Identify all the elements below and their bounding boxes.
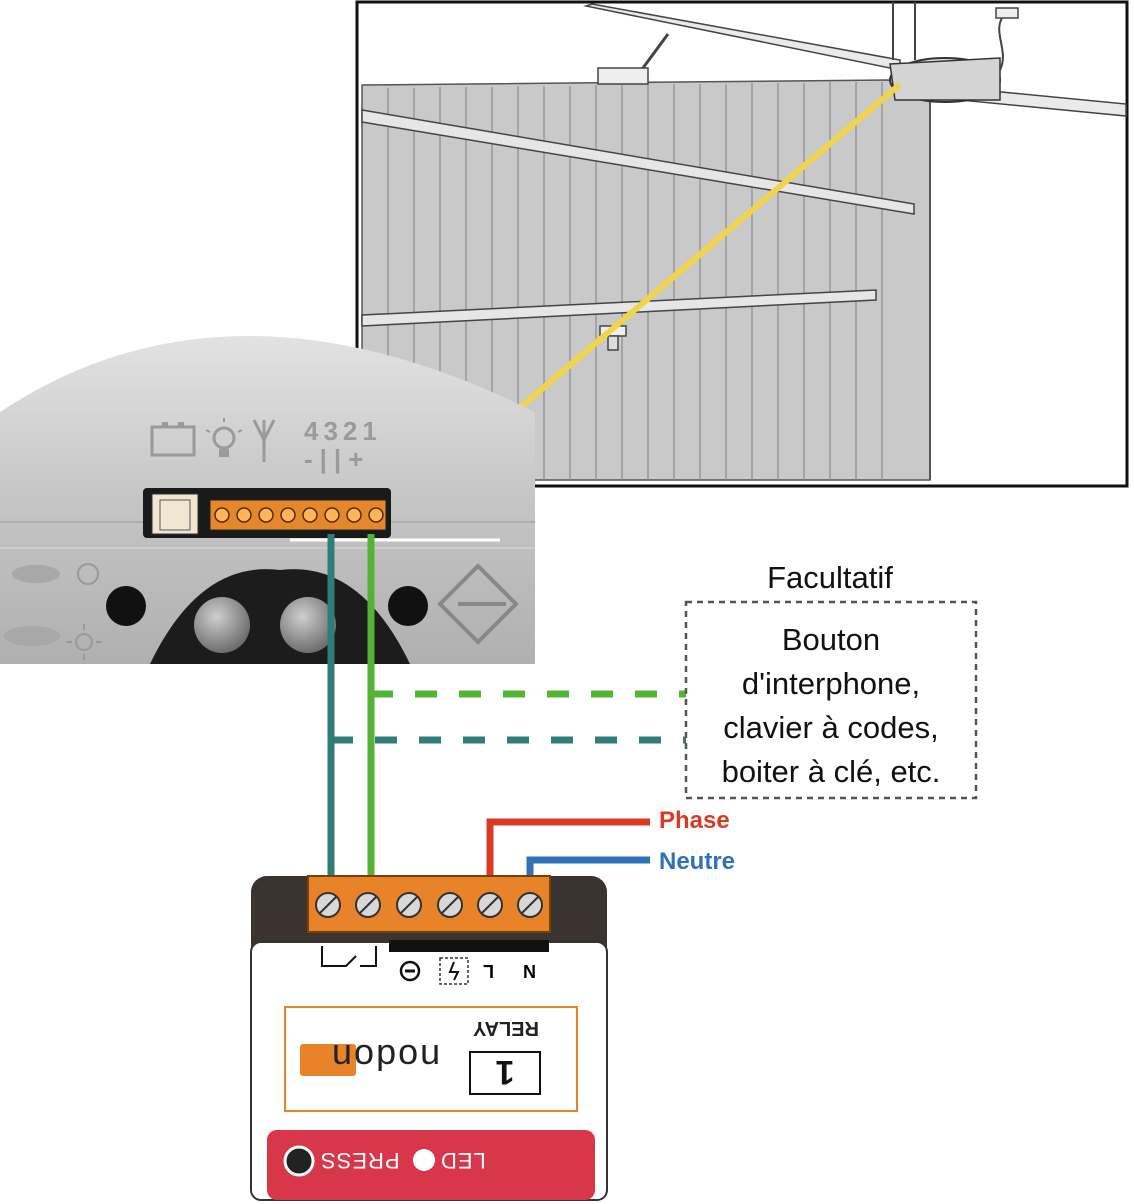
channel-box xyxy=(469,1051,541,1095)
optional-title: Facultatif xyxy=(767,560,893,595)
led-indicator xyxy=(413,1149,435,1171)
phase-label: Phase xyxy=(659,807,730,834)
press-label: PRESS xyxy=(320,1148,400,1173)
opener-closeup xyxy=(0,336,535,664)
minus-terminal-icon xyxy=(399,960,421,982)
phase-wire xyxy=(486,818,650,880)
optional-line: d'interphone, xyxy=(741,666,921,701)
brand-logo-accent xyxy=(300,1044,356,1076)
channel-number: 1 xyxy=(495,1053,515,1091)
label-panel xyxy=(284,1006,578,1112)
opener-terminal-signs: -||+ xyxy=(304,444,371,474)
led-label: LED xyxy=(440,1148,486,1173)
press-button[interactable] xyxy=(283,1145,315,1177)
optional-line: boiter à clé, etc. xyxy=(721,754,941,789)
opener-terminal-numbers: 4321 xyxy=(304,416,382,446)
battery-icon xyxy=(150,422,196,457)
arrow-icon xyxy=(437,563,519,645)
light-icon xyxy=(205,418,243,457)
sun-icon xyxy=(66,624,102,660)
terminal-l-label: L xyxy=(483,961,494,981)
terminal-n-label: N xyxy=(523,961,536,981)
relay-contact-icon xyxy=(321,946,377,967)
neutral-label: Neutre xyxy=(659,848,736,875)
remote-buttons xyxy=(77,563,428,664)
optional-line: clavier à codes, xyxy=(723,710,939,745)
relay-wires xyxy=(327,534,686,880)
optional-line: Bouton xyxy=(781,622,881,657)
brand-logo: nodon xyxy=(330,1037,441,1078)
turtle-icon xyxy=(12,565,60,583)
neutral-wire xyxy=(526,856,650,880)
relay-module xyxy=(250,875,608,1201)
optional-device-description: Bouton d'interphone, clavier à codes, bo… xyxy=(690,618,972,794)
relay-label: RELAY xyxy=(473,1017,539,1039)
antenna-icon xyxy=(252,419,276,462)
switch-input-icon xyxy=(439,957,469,985)
optional-device-box xyxy=(684,600,978,800)
terminal-block xyxy=(143,488,391,538)
ceiling-rail xyxy=(583,2,1127,117)
door-slats xyxy=(387,82,883,480)
rabbit-icon xyxy=(4,626,60,646)
door-opener-motor xyxy=(889,7,1019,103)
